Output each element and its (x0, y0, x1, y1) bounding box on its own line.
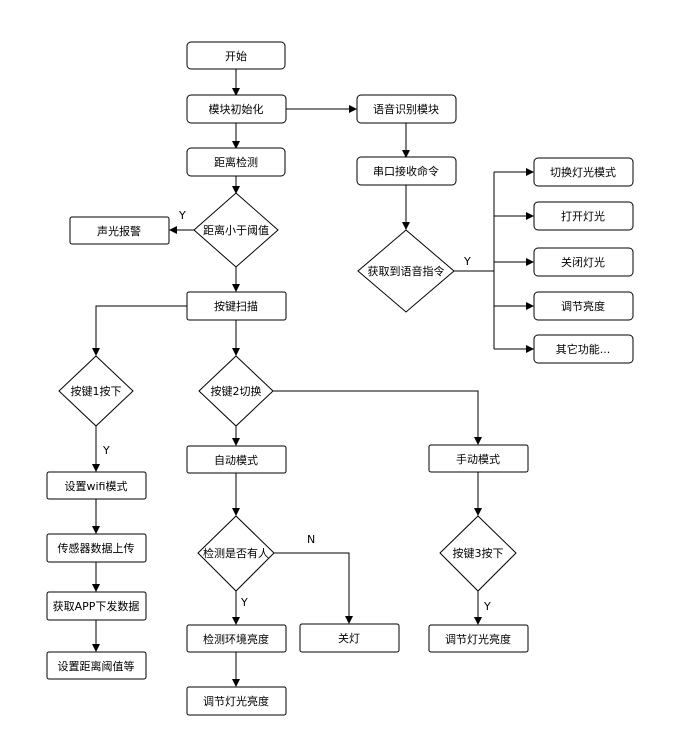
node-adjust-light-brightness-manual-label: 调节灯光亮度 (445, 632, 511, 646)
node-distance-detect[interactable]: 距离检测 (186, 147, 286, 177)
node-serial-cmd[interactable]: 串口接收命令 (356, 156, 457, 186)
node-lights-off[interactable]: 关灯 (299, 623, 400, 653)
node-voice-module-label: 语音识别模块 (373, 102, 439, 116)
decision-detect-person-label: 检测是否有人 (203, 546, 269, 560)
edge-label-alarm-yes: Y (178, 209, 186, 222)
decision-get-voice-cmd-label: 获取到语音指令 (368, 264, 445, 278)
decision-distance-check-label: 距离小于阈值 (203, 223, 269, 237)
edge-labels: Y Y Y N Y Y (102, 209, 491, 613)
node-adjust-light-brightness-manual[interactable]: 调节灯光亮度 (428, 624, 529, 653)
node-distance-detect-label: 距离检测 (214, 155, 258, 169)
node-get-app-data-label: 获取APP下发数据 (53, 599, 140, 613)
node-adjust-brightness-voice[interactable]: 调节亮度 (533, 291, 634, 321)
edge-label-key1-yes: Y (102, 444, 110, 457)
edge-label-voice-yes: Y (463, 255, 471, 268)
node-turn-on-light[interactable]: 打开灯光 (533, 201, 634, 231)
node-detect-env-brightness[interactable]: 检测环境亮度 (186, 624, 287, 653)
node-turn-off-light-label: 关闭灯光 (561, 255, 605, 269)
node-set-wifi-label: 设置wifi模式 (65, 480, 128, 493)
node-switch-light-mode-label: 切换灯光模式 (550, 165, 616, 179)
node-adjust-light-brightness-auto[interactable]: 调节灯光亮度 (186, 686, 287, 716)
decision-key2-label: 按键2切换 (211, 384, 262, 398)
node-alarm-label: 声光报警 (97, 224, 141, 238)
node-set-wifi[interactable]: 设置wifi模式 (46, 471, 147, 500)
node-set-threshold[interactable]: 设置距离阈值等 (46, 651, 147, 680)
node-init-label: 模块初始化 (209, 102, 264, 116)
node-voice-module[interactable]: 语音识别模块 (356, 94, 457, 124)
node-switch-light-mode[interactable]: 切换灯光模式 (533, 157, 634, 187)
node-manual-mode[interactable]: 手动模式 (428, 444, 529, 473)
decision-key3[interactable]: 按键3按下 (439, 515, 517, 592)
node-upload-sensor-label: 传感器数据上传 (58, 541, 135, 555)
node-manual-mode-label: 手动模式 (456, 452, 500, 466)
node-auto-mode[interactable]: 自动模式 (186, 445, 287, 474)
node-get-app-data[interactable]: 获取APP下发数据 (46, 591, 147, 621)
decision-key1-label: 按键1按下 (71, 384, 122, 398)
node-other-functions[interactable]: 其它功能... (533, 334, 634, 364)
node-auto-mode-label: 自动模式 (214, 454, 258, 467)
node-upload-sensor[interactable]: 传感器数据上传 (46, 533, 147, 563)
node-other-functions-label: 其它功能... (556, 342, 611, 356)
node-start-label: 开始 (225, 49, 247, 63)
node-adjust-light-brightness-auto-label: 调节灯光亮度 (203, 694, 269, 708)
node-key-scan-label: 按键扫描 (214, 299, 258, 313)
decision-key1[interactable]: 按键1按下 (58, 355, 134, 427)
node-lights-off-label: 关灯 (338, 631, 360, 645)
decision-distance-check[interactable]: 距离小于阈值 (193, 192, 279, 268)
node-turn-off-light[interactable]: 关闭灯光 (533, 247, 634, 277)
node-detect-env-brightness-label: 检测环境亮度 (203, 632, 269, 646)
decision-key2[interactable]: 按键2切换 (198, 355, 274, 427)
node-alarm[interactable]: 声光报警 (69, 216, 170, 245)
edge-detect-off (274, 552, 353, 624)
node-start[interactable]: 开始 (186, 41, 286, 70)
node-turn-on-light-label: 打开灯光 (561, 209, 605, 223)
decision-get-voice-cmd[interactable]: 获取到语音指令 (357, 229, 455, 313)
edge-label-key3-yes: Y (483, 600, 491, 613)
edges (92, 69, 534, 687)
edge-label-person-no: N (307, 533, 315, 546)
decision-detect-person[interactable]: 检测是否有人 (197, 515, 275, 592)
edge-label-person-yes: Y (240, 596, 248, 609)
edge-key2-manual (273, 390, 482, 445)
node-key-scan[interactable]: 按键扫描 (186, 291, 287, 321)
node-serial-cmd-label: 串口接收命令 (373, 164, 439, 178)
edge-keyscan-key1 (92, 305, 187, 356)
node-init[interactable]: 模块初始化 (186, 94, 287, 124)
node-adjust-brightness-voice-label: 调节亮度 (561, 299, 605, 313)
decision-key3-label: 按键3按下 (453, 546, 504, 560)
node-set-threshold-label: 设置距离阈值等 (58, 659, 135, 673)
